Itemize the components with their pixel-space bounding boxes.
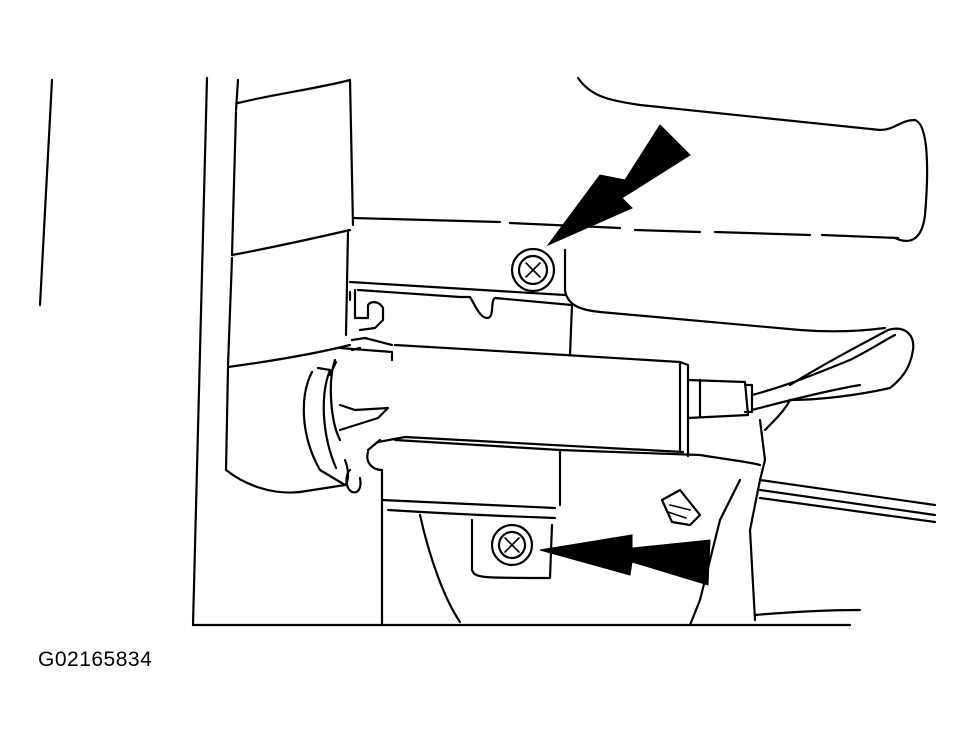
lower-screw-icon (490, 523, 534, 567)
steering-column-shroud (224, 78, 355, 494)
lock-cylinder-body (328, 343, 690, 458)
upper-trim-bezel (576, 76, 929, 242)
right-trim-swoosh (788, 327, 915, 402)
lock-front-ring (302, 366, 362, 494)
lower-arrow-icon (539, 534, 711, 586)
upper-screw-icon (510, 247, 556, 293)
lock-housing-bracket (348, 248, 887, 357)
lower-screw-boss (470, 518, 554, 580)
upper-arrow-icon (546, 124, 691, 247)
dash-panel-upper (351, 216, 900, 240)
electrical-connector (686, 333, 897, 420)
lower-housing (366, 438, 762, 627)
trim-panel-edges (38, 76, 240, 627)
figure-id-label: G02165834 (38, 648, 153, 671)
lower-right-bracket (660, 398, 937, 627)
